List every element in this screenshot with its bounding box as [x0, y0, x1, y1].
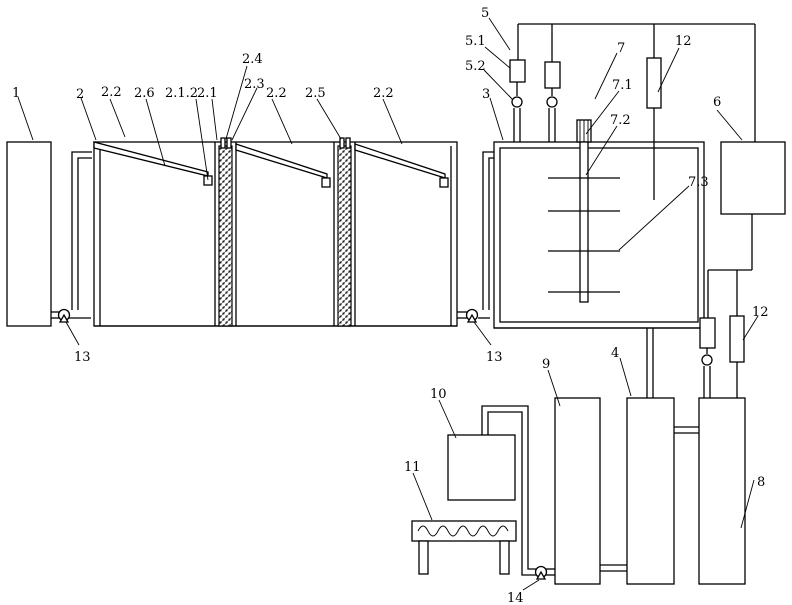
label-13-left: 13 — [74, 350, 91, 365]
label-7: 7 — [617, 41, 625, 56]
tank-8 — [698, 397, 746, 585]
label-2-4: 2.4 — [242, 52, 263, 67]
filter-media-2-5 — [333, 137, 356, 327]
label-5-2: 5.2 — [465, 59, 486, 74]
leader-lines — [17, 17, 759, 591]
filter-media-2-3 — [214, 137, 237, 327]
label-1: 1 — [12, 86, 20, 101]
label-7-3: 7.3 — [688, 175, 709, 190]
sensor-12-top — [646, 24, 662, 200]
label-2-2c: 2.2 — [373, 86, 394, 101]
tank-9 — [554, 397, 601, 585]
label-7-2: 7.2 — [610, 113, 631, 128]
pump-13-left — [57, 308, 71, 323]
tank-4 — [626, 397, 675, 585]
tank-10 — [447, 434, 516, 501]
label-2-5: 2.5 — [305, 86, 326, 101]
controller-6 — [707, 24, 786, 318]
label-5-1: 5.1 — [465, 34, 486, 49]
label-5: 5 — [481, 6, 489, 21]
dosing-unit-lower — [699, 317, 716, 400]
reactor-tank-7 — [493, 141, 705, 329]
tank-1 — [6, 141, 52, 327]
pipe-2-to-3 — [457, 151, 498, 319]
label-2-1: 2.1 — [197, 86, 218, 101]
screw-conveyor-11 — [411, 520, 517, 575]
label-14: 14 — [507, 591, 524, 605]
pipe-10-to-9 — [481, 405, 555, 576]
label-2-3: 2.3 — [244, 77, 265, 92]
label-7-1: 7.1 — [612, 78, 633, 93]
label-11: 11 — [404, 460, 421, 475]
pipe-4-to-8 — [674, 426, 699, 434]
label-12-lower: 12 — [752, 305, 769, 320]
pipe-7-to-4 — [646, 328, 654, 398]
label-3: 3 — [482, 87, 490, 102]
label-12-top: 12 — [675, 34, 692, 49]
basin-2 — [93, 141, 458, 327]
label-2: 2 — [76, 87, 84, 102]
label-8: 8 — [757, 475, 765, 490]
inclined-plate-2-6 — [93, 141, 449, 188]
label-2-6: 2.6 — [134, 86, 155, 101]
pipe-1-to-2 — [51, 151, 92, 319]
stirrer-7-2 — [548, 119, 620, 303]
label-4: 4 — [611, 346, 619, 361]
label-10: 10 — [430, 387, 447, 402]
pump-13-right — [465, 308, 479, 323]
pump-14 — [534, 565, 548, 580]
label-2-2b: 2.2 — [266, 86, 287, 101]
label-13-right: 13 — [486, 350, 503, 365]
label-2-2a: 2.2 — [101, 85, 122, 100]
label-6: 6 — [713, 95, 721, 110]
label-9: 9 — [542, 357, 550, 372]
pipe-9-to-4 — [600, 564, 627, 572]
label-2-1-2: 2.1.2 — [165, 86, 198, 101]
dosing-unit-5 — [509, 23, 755, 142]
